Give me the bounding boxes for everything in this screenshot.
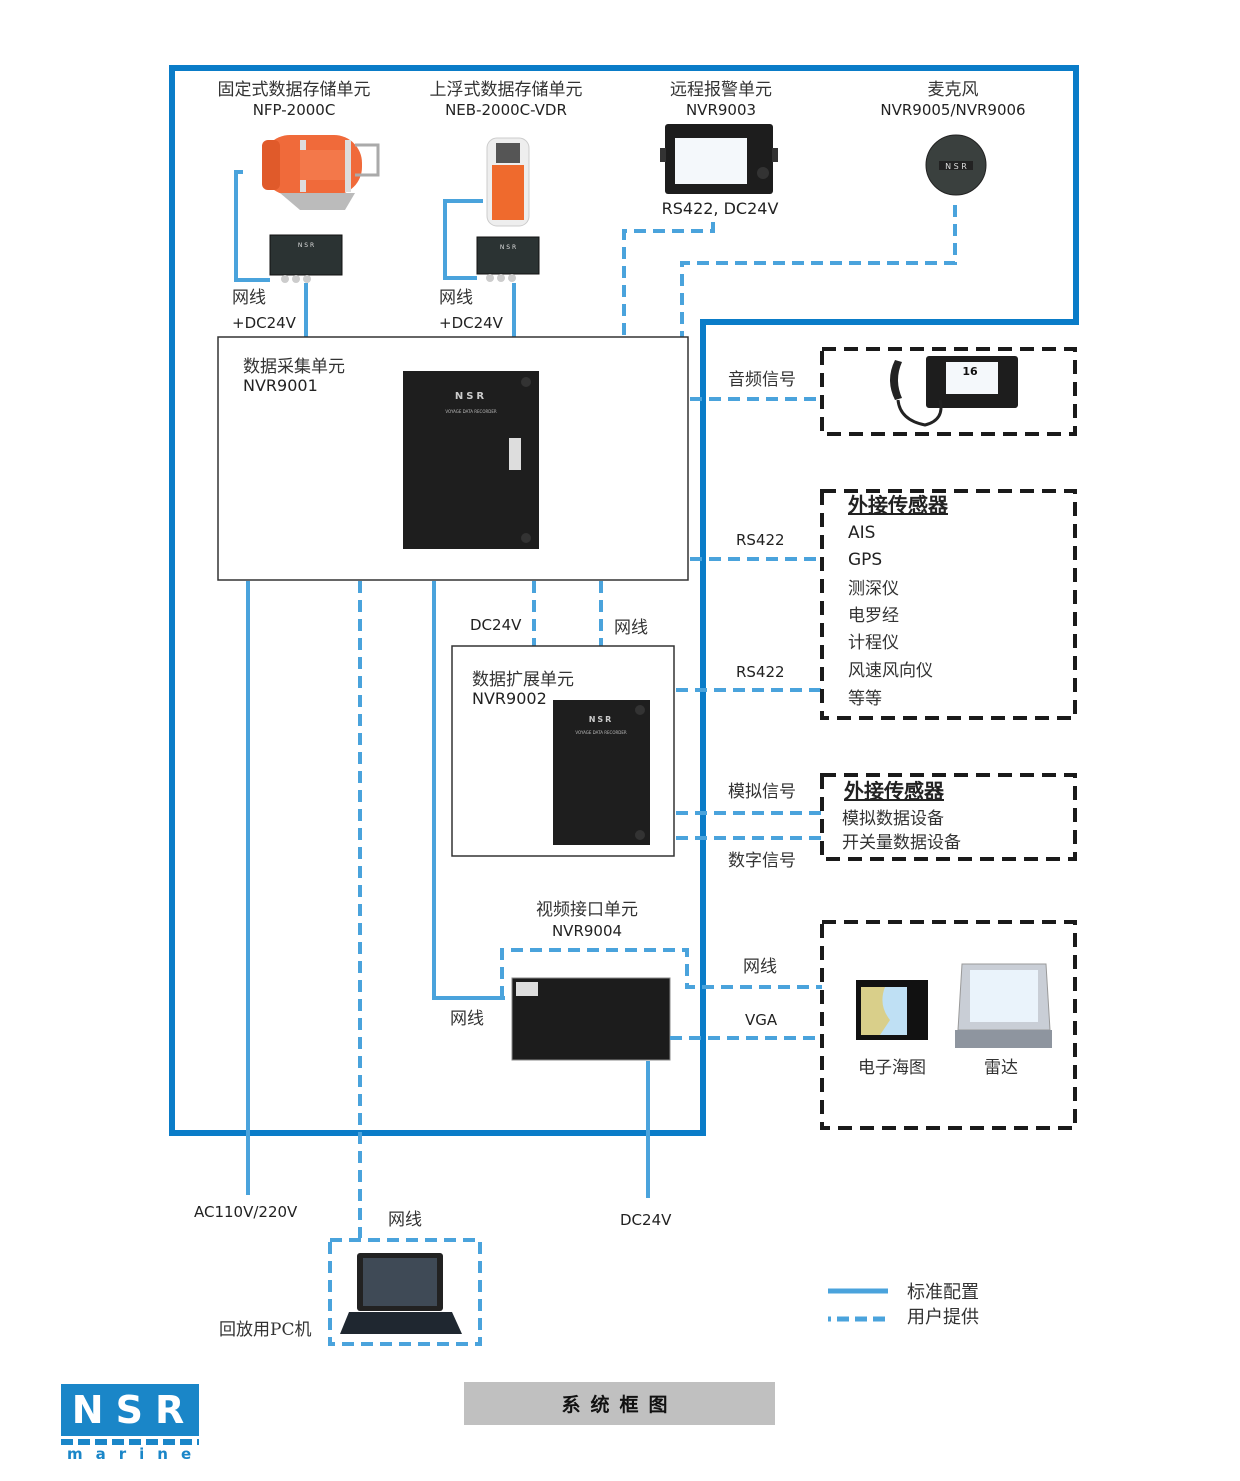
remote-alarm-line bbox=[622, 222, 715, 338]
ac-power-label: AC110V/220V bbox=[194, 1203, 298, 1221]
viu-net-right-label: 网线 bbox=[743, 957, 777, 977]
viu-net-loop bbox=[500, 948, 822, 998]
vhf-channel-display: 16 bbox=[962, 365, 978, 378]
deu-panel bbox=[553, 700, 650, 845]
viu-name: 视频接口单元 bbox=[536, 900, 638, 920]
float-capsule-name: 上浮式数据存储单元 bbox=[429, 80, 583, 100]
legend-standard-label: 标准配置 bbox=[907, 1282, 979, 1303]
dau-panel-text: VOYAGE DATA RECORDER bbox=[445, 409, 497, 414]
nsr-marine-logo: NSR marine bbox=[61, 1384, 199, 1463]
float-capsule-model: NEB-2000C-VDR bbox=[445, 101, 567, 119]
logo-subtitle: marine bbox=[67, 1445, 205, 1463]
logo-divider bbox=[61, 1439, 199, 1445]
sensor-item: 风速风向仪 bbox=[848, 661, 933, 681]
dc-power-label: DC24V bbox=[620, 1211, 672, 1229]
dau-model: NVR9001 bbox=[243, 376, 318, 395]
standard-loop bbox=[169, 65, 1079, 1136]
sensor-item: 计程仪 bbox=[848, 633, 899, 653]
audio-signal-label: 音频信号 bbox=[728, 370, 796, 390]
sensors-title: 外接传感器 bbox=[848, 493, 948, 517]
float-capsule-cable-label: 网线 bbox=[439, 288, 473, 308]
remote-alarm-device bbox=[660, 124, 778, 194]
sensor-item: 等等 bbox=[848, 689, 882, 709]
legend-user-label: 用户提供 bbox=[907, 1307, 979, 1328]
digital-signal-label: 数字信号 bbox=[728, 851, 796, 871]
sensor-item: AIS bbox=[848, 523, 876, 543]
fixed-capsule-name: 固定式数据存储单元 bbox=[217, 80, 371, 100]
rs422-b-label: RS422 bbox=[736, 663, 785, 681]
float-capsule-junction-box: N S R bbox=[476, 236, 540, 282]
float-capsule-power-label: +DC24V bbox=[439, 314, 503, 332]
vhf-radio-device bbox=[890, 356, 1018, 427]
fixed-capsule-cable-label: 网线 bbox=[232, 288, 266, 308]
dau-panel-brand: NSR bbox=[454, 391, 488, 402]
analog-sensors-box bbox=[820, 773, 1077, 861]
displays-box bbox=[820, 920, 1077, 1130]
radar-device bbox=[955, 963, 1052, 1048]
fixed-capsule-device bbox=[262, 135, 380, 210]
fixed-capsule-cable bbox=[234, 170, 270, 282]
fixed-capsule-model: NFP-2000C bbox=[252, 101, 336, 119]
float-capsule-cable bbox=[443, 199, 483, 280]
deu-panel-brand: NSR bbox=[588, 715, 614, 724]
sensors-box bbox=[820, 489, 1077, 720]
pc-net-label: 网线 bbox=[388, 1210, 422, 1230]
analog-sensor-item: 开关量数据设备 bbox=[842, 833, 961, 853]
svg-text:N S R: N S R bbox=[500, 244, 516, 251]
vga-label: VGA bbox=[745, 1011, 778, 1029]
viu-model: NVR9004 bbox=[551, 922, 623, 940]
radar-label: 雷达 bbox=[984, 1058, 1018, 1078]
analog-sensor-item: 模拟数据设备 bbox=[842, 809, 944, 829]
viu-net-left-label: 网线 bbox=[450, 1009, 484, 1029]
logo-brand: NSR bbox=[61, 1384, 199, 1436]
fixed-capsule-power-label: +DC24V bbox=[232, 314, 296, 332]
dau-deu-power-label: DC24V bbox=[470, 616, 522, 634]
microphone-device: N S R bbox=[925, 134, 987, 196]
microphone-name: 麦克风 bbox=[927, 80, 979, 100]
remote-alarm-interface: RS422, DC24V bbox=[661, 199, 779, 218]
deu-panel-text: VOYAGE DATA RECORDER bbox=[575, 730, 627, 735]
page-title: 系统框图 bbox=[464, 1382, 775, 1425]
sensor-item: GPS bbox=[848, 550, 883, 570]
microphone-line bbox=[680, 205, 957, 338]
ecdis-label: 电子海图 bbox=[858, 1058, 926, 1078]
viu-device bbox=[511, 977, 671, 1061]
laptop-device bbox=[340, 1253, 462, 1334]
remote-alarm-name: 远程报警单元 bbox=[670, 80, 772, 100]
pc-box bbox=[328, 1238, 482, 1346]
svg-text:N S R: N S R bbox=[945, 162, 967, 171]
sensor-item: 电罗经 bbox=[848, 606, 899, 626]
microphone-model: NVR9005/NVR9006 bbox=[880, 101, 1026, 119]
dau-name: 数据采集单元 bbox=[243, 357, 345, 377]
pc-label: 回放用PC机 bbox=[219, 1320, 312, 1340]
ecdis-device bbox=[856, 980, 928, 1040]
dau-deu-net-label: 网线 bbox=[614, 618, 648, 638]
float-capsule-device bbox=[486, 137, 530, 227]
deu-model: NVR9002 bbox=[472, 689, 547, 708]
dau-viu-net-line bbox=[432, 581, 505, 1000]
sensor-item: 测深仪 bbox=[848, 579, 899, 599]
deu-name: 数据扩展单元 bbox=[472, 670, 574, 690]
viu-label-plate bbox=[516, 982, 538, 996]
fixed-capsule-junction-box: N S R bbox=[269, 234, 343, 283]
rs422-a-label: RS422 bbox=[736, 531, 785, 549]
remote-alarm-model: NVR9003 bbox=[685, 101, 757, 119]
vhf-box bbox=[820, 347, 1077, 436]
analog-sensors-title: 外接传感器 bbox=[844, 779, 944, 803]
dau-panel bbox=[403, 371, 539, 549]
analog-signal-label: 模拟信号 bbox=[728, 782, 796, 802]
svg-text:N S R: N S R bbox=[298, 242, 314, 249]
